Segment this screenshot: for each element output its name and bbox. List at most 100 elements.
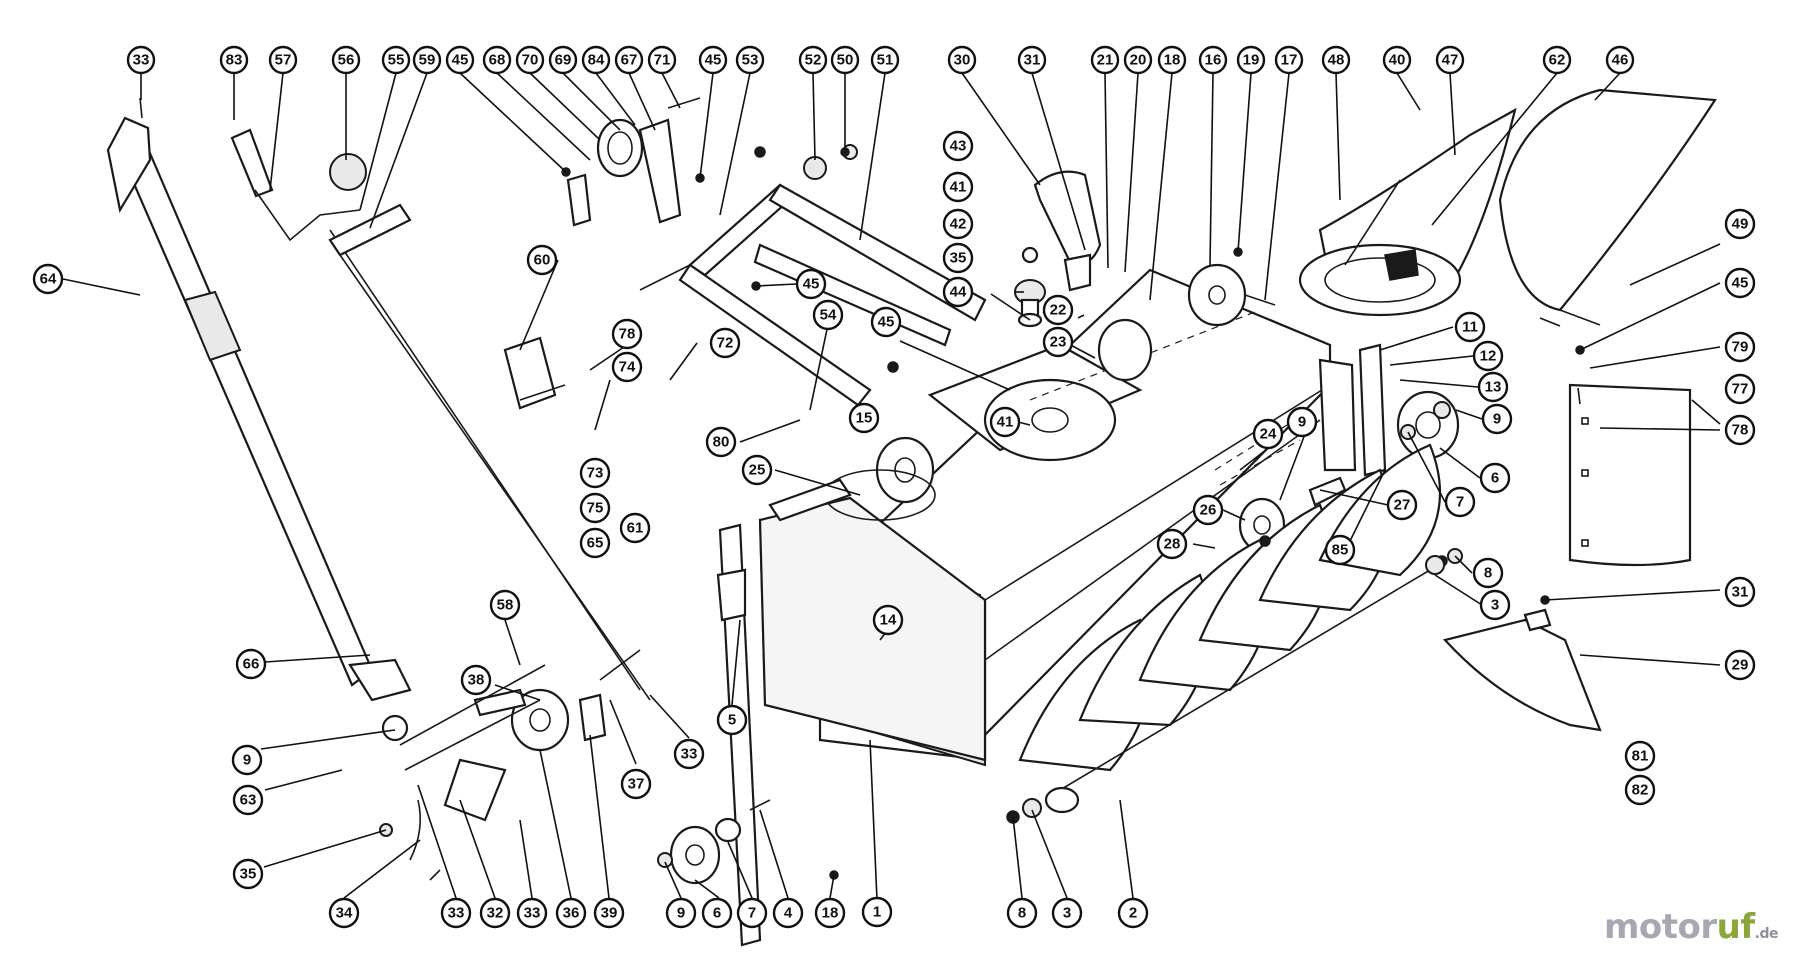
callout[interactable]: 82 — [1624, 774, 1656, 806]
callout[interactable]: 33 — [440, 897, 472, 929]
callout[interactable]: 25 — [741, 454, 773, 486]
callout[interactable]: 37 — [620, 768, 652, 800]
callout[interactable]: 78 — [611, 318, 643, 350]
callout[interactable]: 31 — [1017, 45, 1047, 75]
callout[interactable]: 15 — [848, 402, 880, 434]
callout[interactable]: 74 — [611, 351, 643, 383]
callout[interactable]: 59 — [412, 45, 442, 75]
callout[interactable]: 45 — [795, 268, 827, 300]
callout[interactable]: 8 — [1472, 557, 1504, 589]
callout[interactable]: 29 — [1724, 649, 1756, 681]
callout[interactable]: 78 — [1724, 414, 1756, 446]
callout[interactable]: 22 — [1042, 294, 1074, 326]
callout[interactable]: 64 — [32, 263, 64, 295]
callout[interactable]: 6 — [701, 897, 733, 929]
callout[interactable]: 39 — [593, 897, 625, 929]
callout[interactable]: 5 — [716, 704, 748, 736]
callout[interactable]: 18 — [1157, 45, 1187, 75]
callout[interactable]: 53 — [735, 45, 765, 75]
callout[interactable]: 73 — [579, 457, 611, 489]
callout[interactable]: 21 — [1090, 45, 1120, 75]
callout[interactable]: 19 — [1236, 45, 1266, 75]
callout[interactable]: 84 — [581, 45, 611, 75]
callout[interactable]: 8 — [1006, 897, 1038, 929]
callout[interactable]: 49 — [1724, 208, 1756, 240]
callout[interactable]: 33 — [516, 897, 548, 929]
callout[interactable]: 3 — [1479, 589, 1511, 621]
callout[interactable]: 14 — [872, 604, 904, 636]
callout[interactable]: 17 — [1274, 45, 1304, 75]
callout[interactable]: 4 — [772, 897, 804, 929]
callout[interactable]: 54 — [812, 299, 844, 331]
callout[interactable]: 32 — [479, 897, 511, 929]
callout[interactable]: 71 — [647, 45, 677, 75]
callout[interactable]: 46 — [1605, 45, 1635, 75]
callout[interactable]: 41 — [942, 171, 974, 203]
callout[interactable]: 65 — [579, 527, 611, 559]
callout[interactable]: 23 — [1042, 326, 1074, 358]
callout[interactable]: 57 — [268, 45, 298, 75]
callout[interactable]: 16 — [1198, 45, 1228, 75]
callout[interactable]: 63 — [232, 784, 264, 816]
callout[interactable]: 38 — [460, 664, 492, 696]
callout[interactable]: 2 — [1117, 897, 1149, 929]
callout[interactable]: 51 — [870, 45, 900, 75]
callout[interactable]: 44 — [942, 276, 974, 308]
callout[interactable]: 85 — [1324, 534, 1356, 566]
callout[interactable]: 36 — [555, 897, 587, 929]
callout[interactable]: 11 — [1454, 311, 1486, 343]
callout[interactable]: 7 — [1444, 486, 1476, 518]
callout[interactable]: 60 — [526, 244, 558, 276]
callout[interactable]: 9 — [1286, 406, 1318, 438]
callout[interactable]: 34 — [328, 897, 360, 929]
callout[interactable]: 9 — [1481, 403, 1513, 435]
callout[interactable]: 35 — [942, 242, 974, 274]
callout[interactable]: 58 — [489, 589, 521, 621]
callout[interactable]: 45 — [1724, 267, 1756, 299]
callout[interactable]: 56 — [331, 45, 361, 75]
callout[interactable]: 45 — [870, 306, 902, 338]
callout[interactable]: 9 — [231, 744, 263, 776]
callout[interactable]: 62 — [1542, 45, 1572, 75]
callout[interactable]: 81 — [1624, 740, 1656, 772]
callout[interactable]: 30 — [947, 45, 977, 75]
callout[interactable]: 70 — [515, 45, 545, 75]
callout[interactable]: 66 — [235, 648, 267, 680]
callout[interactable]: 31 — [1724, 576, 1756, 608]
callout[interactable]: 40 — [1382, 45, 1412, 75]
callout[interactable]: 18 — [814, 897, 846, 929]
callout[interactable]: 26 — [1192, 494, 1224, 526]
callout[interactable]: 75 — [579, 492, 611, 524]
callout[interactable]: 45 — [698, 45, 728, 75]
callout[interactable]: 1 — [861, 896, 893, 928]
callout[interactable]: 7 — [736, 897, 768, 929]
callout[interactable]: 12 — [1472, 340, 1504, 372]
callout[interactable]: 68 — [482, 45, 512, 75]
callout[interactable]: 47 — [1435, 45, 1465, 75]
callout[interactable]: 77 — [1724, 373, 1756, 405]
callout[interactable]: 43 — [942, 130, 974, 162]
callout[interactable]: 83 — [219, 45, 249, 75]
callout[interactable]: 61 — [619, 512, 651, 544]
callout[interactable]: 20 — [1123, 45, 1153, 75]
callout[interactable]: 50 — [830, 45, 860, 75]
callout[interactable]: 13 — [1477, 371, 1509, 403]
callout[interactable]: 69 — [548, 45, 578, 75]
callout[interactable]: 41 — [989, 406, 1021, 438]
callout[interactable]: 35 — [232, 858, 264, 890]
callout[interactable]: 52 — [798, 45, 828, 75]
callout[interactable]: 80 — [705, 426, 737, 458]
callout[interactable]: 9 — [665, 897, 697, 929]
callout[interactable]: 42 — [942, 208, 974, 240]
callout[interactable]: 24 — [1252, 418, 1284, 450]
callout[interactable]: 3 — [1051, 897, 1083, 929]
callout[interactable]: 72 — [709, 327, 741, 359]
callout[interactable]: 67 — [614, 45, 644, 75]
callout[interactable]: 45 — [445, 45, 475, 75]
callout[interactable]: 33 — [126, 45, 156, 75]
callout[interactable]: 6 — [1479, 462, 1511, 494]
callout[interactable]: 79 — [1724, 331, 1756, 363]
callout[interactable]: 33 — [673, 738, 705, 770]
callout[interactable]: 48 — [1321, 45, 1351, 75]
callout[interactable]: 28 — [1156, 528, 1188, 560]
